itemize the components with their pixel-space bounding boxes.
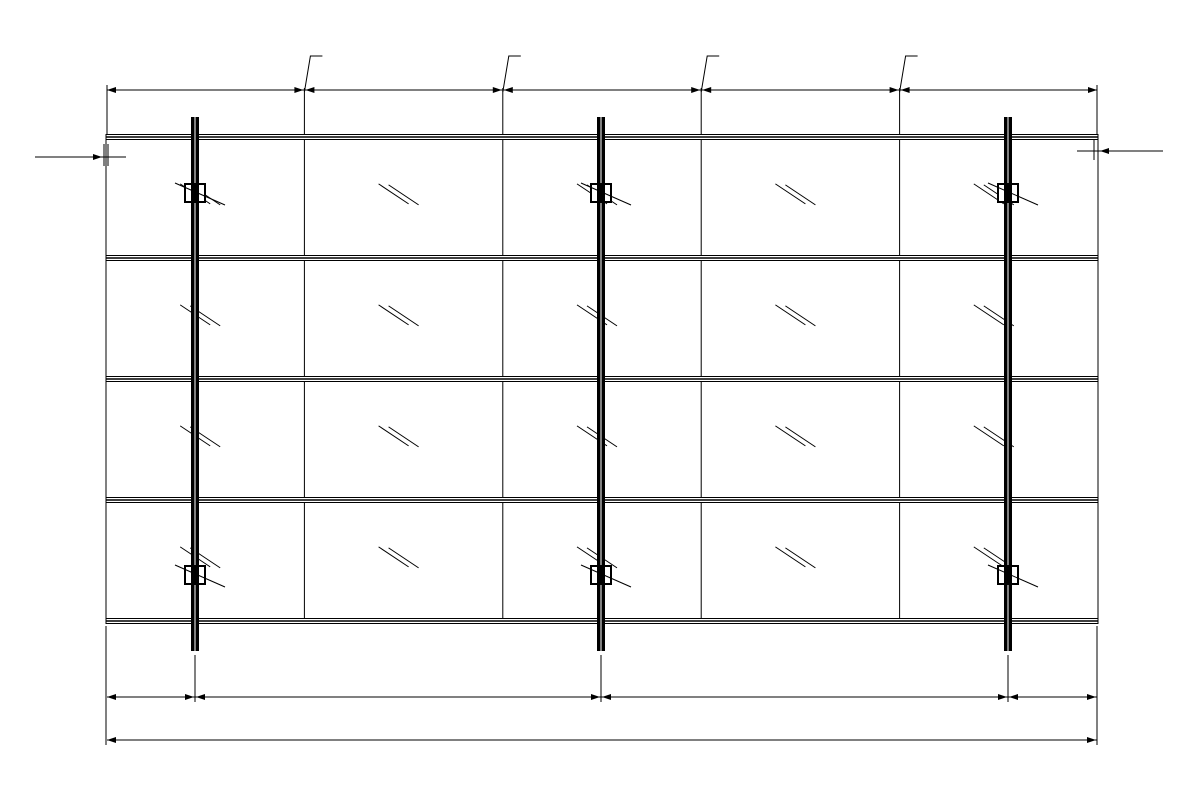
vertical-mullions [105,88,1099,621]
glass-hatch-stroke [775,304,806,326]
top-dimension-arrowhead [900,87,910,93]
glass-hatch-stroke [378,183,409,205]
top-dimension-arrowhead [1088,87,1097,93]
top-dimension-arrowhead [492,87,502,93]
bottom-dimension-arrowhead [998,694,1007,700]
glass-hatch-stroke [785,547,816,569]
dimension-lines [35,85,1163,745]
leader-callout [303,55,323,93]
top-dimension-arrowhead [294,87,304,93]
top-leader-callouts [303,55,918,93]
post-bracket-core [191,566,199,584]
bracket-hatch-stroke [580,182,632,206]
post-brackets [174,182,1039,588]
glass-hatch-stroke [775,546,806,568]
glass-hatch-stroke [388,426,419,448]
post-bracket-core [597,566,605,584]
glass-hatch-stroke [378,425,409,447]
bracket-hatch-stroke [987,564,1039,588]
bottom-dimension-arrowhead [591,694,600,700]
top-dimension-arrowhead [702,87,712,93]
leader-callout [502,55,521,93]
post-bracket-core [597,184,605,202]
top-dimension-arrowhead [889,87,899,93]
post-bracket-core [191,184,199,202]
top-dimension-arrowhead [305,87,315,93]
vertical-support-posts [191,117,1012,651]
bottom-dimension-arrowhead [602,694,611,700]
bottom-dimension-arrowhead [107,694,116,700]
post-bracket-core [1004,184,1012,202]
top-dimension-arrowhead [503,87,513,93]
glass-hatch-stroke [785,305,816,327]
bracket-hatch-stroke [174,564,226,588]
glass-hatch-stroke [973,425,1005,447]
bottom-dimension-arrowhead [1009,694,1018,700]
top-dimension-arrowhead [107,87,116,93]
left-offset-arrowhead [93,154,102,160]
right-offset-arrowhead [1100,148,1109,154]
glass-hatch-stroke [388,547,419,569]
glass-hatch-stroke [388,184,419,206]
glass-hatch-stroke [775,425,806,447]
bracket-hatch-stroke [987,182,1039,206]
top-dimension-arrowhead [691,87,701,93]
bottom-dimension-arrowhead [196,694,205,700]
leader-callout [899,55,918,93]
leader-callout [700,55,720,93]
overall-dimension-arrowhead [1087,737,1096,743]
bracket-hatch-stroke [580,564,632,588]
glass-hatch-stroke [785,426,816,448]
glass-hatch-stroke [973,304,1005,326]
dimension-arrowheads [93,87,1109,743]
glass-hatch-stroke [378,304,409,326]
glass-hatch-stroke [785,184,816,206]
glass-hatch-stroke [973,546,1005,568]
bracket-hatch-stroke [174,182,226,206]
glass-hatch-stroke [388,305,419,327]
glass-hatch-stroke [775,183,806,205]
glass-hatch-stroke [378,546,409,568]
post-bracket-core [1004,566,1012,584]
overall-dimension-arrowhead [107,737,116,743]
bottom-dimension-arrowhead [185,694,194,700]
bottom-dimension-arrowhead [1087,694,1096,700]
